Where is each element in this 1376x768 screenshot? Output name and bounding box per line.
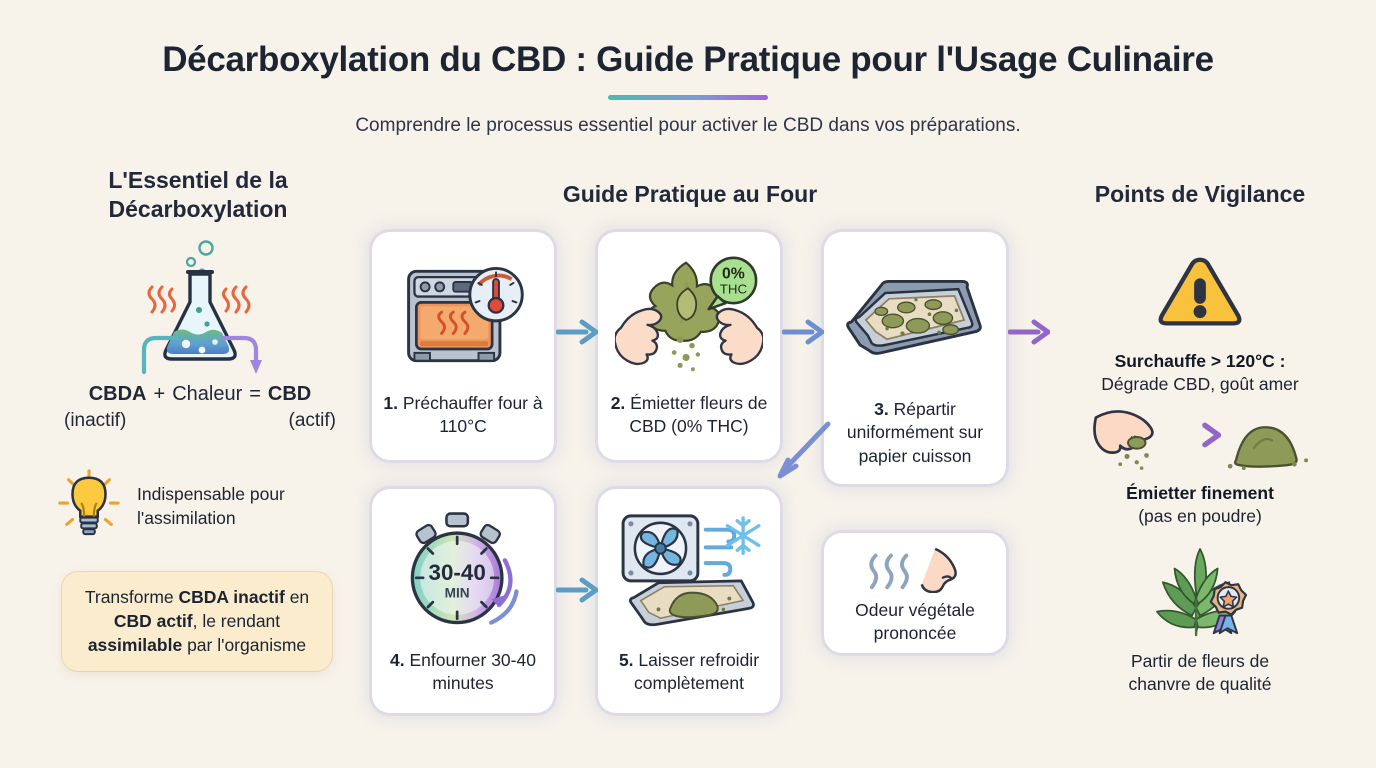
vigilance-item-2: Émietter finement (pas en poudre) xyxy=(1040,400,1360,528)
lightbulb-icon xyxy=(55,466,123,547)
step-card-4[interactable]: 30-40 MIN 4. Enfourner 30-40 minutes xyxy=(372,489,554,713)
equation-equals: = xyxy=(249,383,261,405)
fan-cooling-icon xyxy=(615,507,763,635)
equation-term-cbd: CBD xyxy=(267,383,312,405)
vigilance-2-line1: Émietter finement xyxy=(1126,483,1274,503)
odeur-card-text: Odeur végétale prononcée xyxy=(855,600,975,644)
step-2-number: 2. xyxy=(610,393,626,413)
step-card-1[interactable]: 1. Préchauffer four à 110°C xyxy=(372,232,554,460)
warning-triangle-icon xyxy=(1040,252,1360,338)
vigilance-3-line2: chanvre de qualité xyxy=(1128,673,1272,694)
title-underline-accent xyxy=(608,95,768,100)
vigilance-3-line1: Partir de fleurs de xyxy=(1130,651,1270,671)
step-3-caption: 3. Répartir uniformément sur papier cuis… xyxy=(824,398,1006,468)
transformation-callout: Transforme CBDA inactif en CBD actif, le… xyxy=(62,572,332,672)
step-1-text: Préchauffer four à 110°C xyxy=(397,393,543,437)
step-4-caption: 4. Enfourner 30-40 minutes xyxy=(372,649,554,696)
badge-thc-label: THC xyxy=(720,281,748,296)
timer-unit-label: MIN xyxy=(445,585,470,600)
equation-sub-actif: (actif) xyxy=(288,410,337,431)
step-5-caption: 5. Laisser refroidir complètement xyxy=(598,649,780,696)
step-2-caption: 2. Émietter fleurs de CBD (0% THC) xyxy=(598,392,780,439)
equation-term-cbda: CBDA xyxy=(88,383,147,405)
flask-reaction-illustration xyxy=(120,232,280,382)
nose-smell-icon xyxy=(842,545,988,593)
step-card-2[interactable]: 0% THC 2. Émietter fleurs de CBD (0% THC… xyxy=(598,232,780,460)
step-3-number: 3. xyxy=(874,399,889,419)
vigilance-item-1: Surchauffe > 120°C : Dégrade CBD, goût a… xyxy=(1040,252,1360,396)
equation-term-chaleur: Chaleur xyxy=(172,383,243,405)
step-4-number: 4. xyxy=(390,650,405,670)
arrow-step3-to-step4 xyxy=(770,420,834,487)
section-heading-vigilance: Points de Vigilance xyxy=(1094,181,1306,207)
decarboxylation-equation: CBDA + Chaleur = CBD (inactif) (actif) xyxy=(40,382,360,434)
page-title: Décarboxylation du CBD : Guide Pratique … xyxy=(162,40,1214,79)
callout-text: Transforme CBDA inactif en CBD actif, le… xyxy=(84,587,310,655)
step-1-caption: 1. Préchauffer four à 110°C xyxy=(372,392,554,439)
hands-crumbling-bud-icon: 0% THC xyxy=(615,252,763,380)
section-heading-essentiel: L'Essentiel de la Décarboxylation xyxy=(108,167,288,223)
baking-tray-icon xyxy=(842,254,988,386)
vigilance-1-line2: Dégrade CBD, goût amer xyxy=(1101,373,1299,394)
arrow-step1-to-step2 xyxy=(555,318,599,351)
equation-sub-inactif: (inactif) xyxy=(64,410,127,431)
step-5-number: 5. xyxy=(618,650,634,670)
cannabis-leaf-quality-badge-icon xyxy=(1040,548,1360,640)
step-5-text: Laisser refroidir complètement xyxy=(633,650,760,694)
arrow-step2-to-step3 xyxy=(781,318,825,351)
vigilance-item-3: Partir de fleurs de chanvre de qualité xyxy=(1040,548,1360,696)
arrow-step4-to-step5 xyxy=(555,576,599,609)
vigilance-2-line2: (pas en poudre) xyxy=(1138,505,1262,526)
step-1-number: 1. xyxy=(383,393,398,413)
stopwatch-icon: 30-40 MIN xyxy=(390,507,536,635)
oven-thermometer-icon xyxy=(395,252,531,380)
badge-thc-percent: 0% xyxy=(722,266,745,283)
step-card-5[interactable]: 5. Laisser refroidir complètement xyxy=(598,489,780,713)
equation-plus: + xyxy=(153,383,166,405)
section-heading-guide: Guide Pratique au Four xyxy=(562,181,818,207)
assimilation-note-text: Indispensable pour l'assimilation xyxy=(137,484,285,528)
step-3-text: Répartir uniformément sur papier cuisson xyxy=(846,399,984,466)
step-4-text: Enfourner 30-40 minutes xyxy=(404,650,536,694)
odeur-card[interactable]: Odeur végétale prononcée xyxy=(824,533,1006,653)
page-subtitle: Comprendre le processus essentiel pour a… xyxy=(355,115,1021,136)
assimilation-note-row: Indispensable pour l'assimilation xyxy=(55,466,355,547)
step-2-text: Émietter fleurs de CBD (0% THC) xyxy=(625,393,768,437)
step-card-3[interactable]: 3. Répartir uniformément sur papier cuis… xyxy=(824,232,1006,484)
vigilance-1-line1: Surchauffe > 120°C : xyxy=(1114,351,1286,371)
hand-crumble-pile-icon xyxy=(1040,400,1360,472)
timer-range-label: 30-40 xyxy=(429,560,486,585)
arrow-step3-to-vigilance xyxy=(1007,318,1051,351)
